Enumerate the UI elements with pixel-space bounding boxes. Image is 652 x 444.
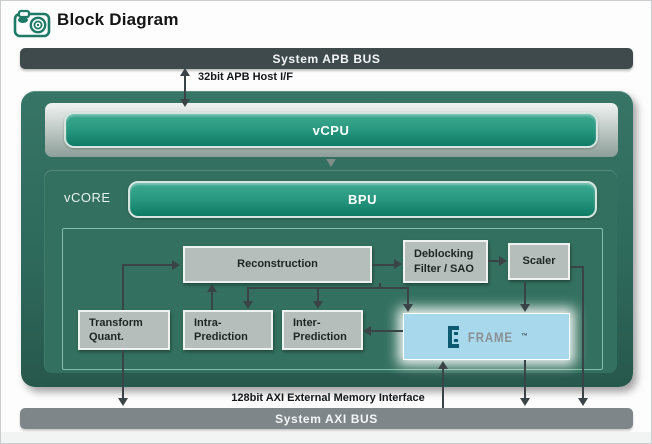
arrowhead-scaler-into-frame xyxy=(520,304,530,312)
frame-logo-text: FRAME xyxy=(468,328,513,345)
arrowhead-apb-up xyxy=(180,68,190,76)
connector-intra-recon xyxy=(211,285,213,310)
bpu-label: BPU xyxy=(348,192,377,207)
arrowhead-vcpu-vcore xyxy=(326,159,336,167)
intra-label-line1: Intra- xyxy=(194,316,222,329)
system-axi-bus-bar: System AXI BUS xyxy=(20,408,633,429)
deblocking-label-line2: Filter / SAO xyxy=(414,262,474,275)
arrowhead-into-intra xyxy=(243,301,253,309)
frame-logo-tm: ™ xyxy=(520,333,528,340)
page-title: Block Diagram xyxy=(57,10,179,29)
connector-recon-rail xyxy=(247,287,409,289)
pipeline-panel xyxy=(62,228,603,370)
arrowhead-into-frame-top xyxy=(403,304,413,312)
connector-scaler-axi-h xyxy=(570,266,584,268)
arrowhead-scaler-into-axi xyxy=(578,398,588,406)
reconstruction-label: Reconstruction xyxy=(237,258,318,271)
vcpu-label: vCPU xyxy=(312,122,350,138)
bpu-block: BPU xyxy=(128,181,597,218)
arrowhead-into-inter-right xyxy=(363,326,371,336)
arrowhead-apb-down xyxy=(180,99,190,107)
system-apb-bus-label: System APB BUS xyxy=(272,51,381,66)
arrowhead-into-frame-bottom xyxy=(438,361,448,369)
connector-recon-deblock xyxy=(372,264,396,266)
arrowhead-frame-into-axi xyxy=(520,398,530,406)
connector-rail-inter xyxy=(317,288,319,302)
apb-interface-label: 32bit APB Host I/F xyxy=(198,71,293,83)
connector-transform-axi xyxy=(122,350,124,400)
connector-scaler-axi-v xyxy=(582,266,584,400)
page-footer-strip xyxy=(1,432,651,443)
connector-frame-axi xyxy=(524,360,526,400)
inter-label-line1: Inter- xyxy=(293,316,321,329)
connector-transform-recon-h xyxy=(122,264,174,266)
connector-rail-intra xyxy=(247,288,249,302)
deblocking-filter-block: Deblocking Filter / SAO xyxy=(403,240,488,283)
inter-label-line2: Prediction xyxy=(293,331,347,343)
reconstruction-block: Reconstruction xyxy=(183,246,372,283)
arrowhead-into-inter xyxy=(313,301,323,309)
intra-label-line2: Prediction xyxy=(194,331,248,343)
arrowhead-into-recon-left xyxy=(172,260,180,270)
system-apb-bus-bar: System APB BUS xyxy=(20,48,633,69)
transform-label-line2: Quant. xyxy=(89,331,124,343)
connector-axi-frame xyxy=(442,364,444,408)
transform-label-line1: Transform xyxy=(89,316,143,329)
intra-prediction-block: Intra- Prediction xyxy=(183,310,273,350)
arrowhead-into-scaler xyxy=(499,256,507,266)
axi-interface-label: 128bit AXI External Memory Interface xyxy=(231,392,425,404)
camera-icon xyxy=(12,8,52,39)
vcore-label: vCORE xyxy=(64,190,111,205)
connector-transform-recon-v xyxy=(122,265,124,310)
arrowhead-into-deblock xyxy=(394,259,402,269)
connector-scaler-frame xyxy=(524,282,526,306)
connector-recon-rail-junction xyxy=(379,283,381,289)
connector-frame-inter xyxy=(370,330,403,332)
inter-prediction-block: Inter- Prediction xyxy=(282,310,363,350)
connector-deblock-scaler xyxy=(488,260,501,262)
deblocking-label-line1: Deblocking xyxy=(414,248,474,261)
connector-rail-frame xyxy=(407,288,409,305)
frame-compression-block: FRAME ™ xyxy=(403,313,570,360)
scaler-label: Scaler xyxy=(522,255,556,268)
arrowhead-into-recon-bottom xyxy=(207,284,217,292)
connector-apb-host xyxy=(184,70,186,100)
scaler-block: Scaler xyxy=(508,243,570,280)
frame-bracket-icon xyxy=(445,325,460,348)
arrowhead-transform-into-axi xyxy=(118,398,128,406)
vcpu-block: vCPU xyxy=(64,112,598,148)
transform-quant-block: Transform Quant. xyxy=(78,310,170,350)
system-axi-bus-label: System AXI BUS xyxy=(275,411,378,426)
